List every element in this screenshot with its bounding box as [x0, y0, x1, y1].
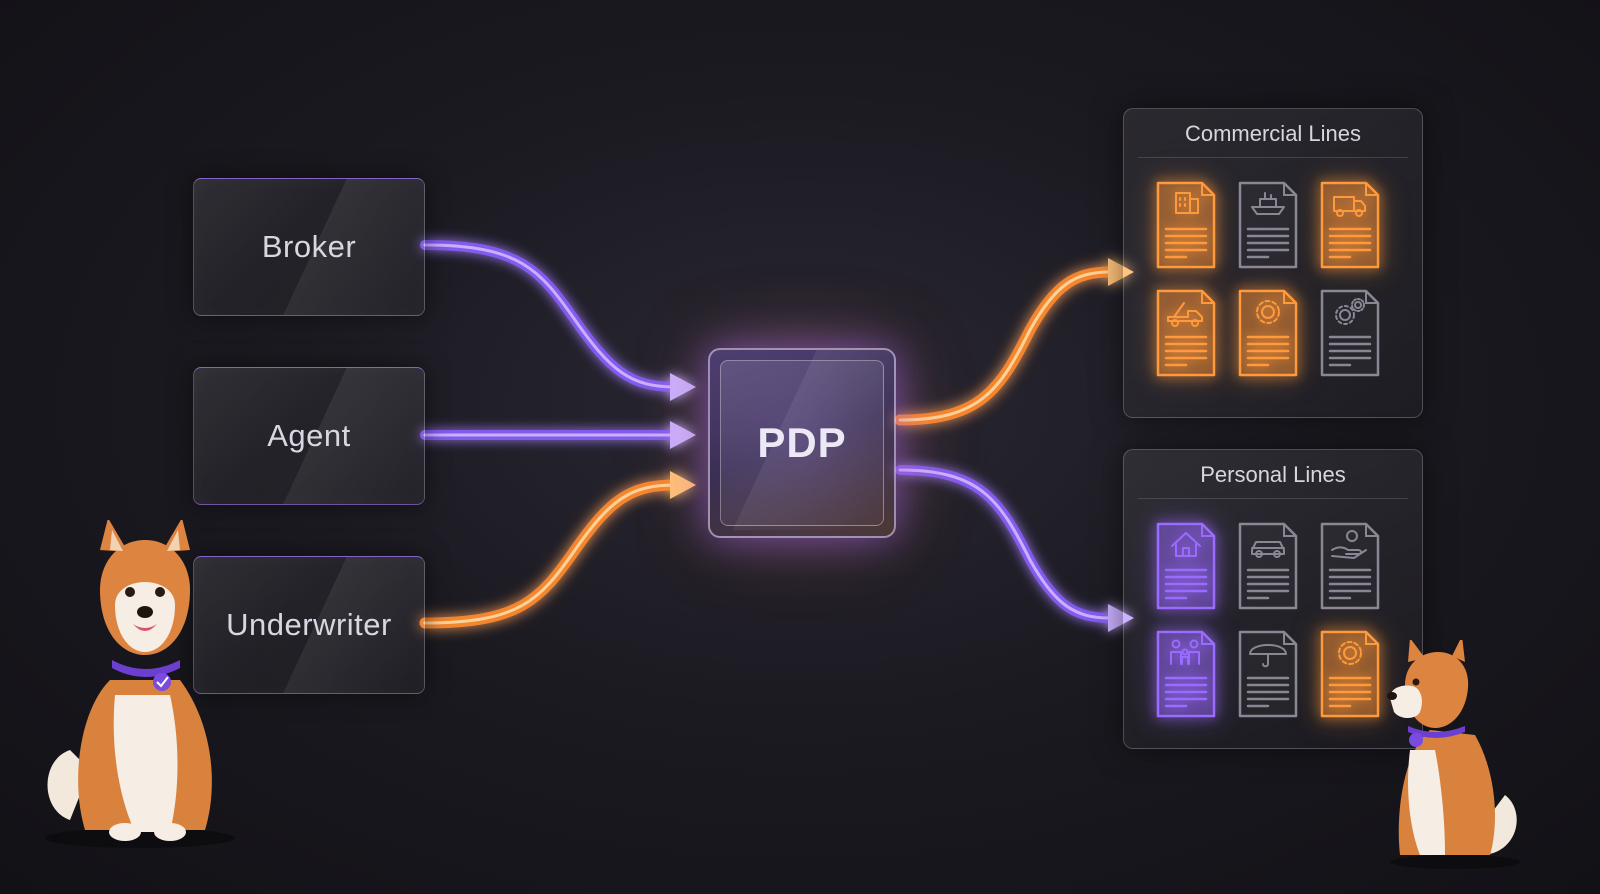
broker-label: Broker: [261, 229, 357, 264]
document-card: [1318, 628, 1382, 720]
underwriter-node: Underwriter: [193, 556, 425, 694]
ship-icon: [1251, 192, 1285, 215]
broker-node: Broker: [193, 178, 425, 316]
pdp-label: PDP: [757, 419, 847, 466]
shiba-dog-left: [45, 520, 235, 848]
document-card: [1318, 179, 1382, 271]
agent-node: Agent: [193, 367, 425, 505]
umbrella-icon: [1249, 644, 1287, 668]
commercial-lines-panel: Commercial Lines: [1123, 108, 1423, 418]
tow-truck-icon: [1167, 302, 1203, 327]
panel-divider: [1138, 157, 1408, 158]
pdp-hub-node: PDP: [708, 348, 896, 538]
personal-lines-panel: Personal Lines: [1123, 449, 1423, 749]
document-card: [1318, 287, 1382, 379]
family-icon: [1170, 639, 1200, 665]
truck-icon: [1333, 196, 1366, 217]
document-card: [1236, 287, 1300, 379]
building-icon: [1175, 192, 1199, 214]
arrow-pdp-to-commercial: [894, 258, 1134, 426]
house-icon: [1171, 532, 1201, 557]
document-card: [1154, 520, 1218, 612]
document-card: [1154, 179, 1218, 271]
gear-icon: [1338, 641, 1362, 665]
shiba-dog-right: [1387, 640, 1520, 869]
document-card: [1236, 520, 1300, 612]
hand-coin-icon: [1331, 530, 1367, 559]
document-card: [1154, 628, 1218, 720]
gears-icon: [1335, 298, 1365, 325]
document-card: [1154, 287, 1218, 379]
panel-divider: [1138, 498, 1408, 499]
pdp-inner-frame: [720, 360, 884, 526]
document-card: [1236, 628, 1300, 720]
arrow-pdp-to-personal: [895, 465, 1134, 632]
arrow-broker-to-pdp: [420, 240, 696, 401]
underwriter-label: Underwriter: [226, 607, 392, 642]
document-card: [1318, 520, 1382, 612]
gear-icon: [1256, 300, 1280, 324]
car-icon: [1251, 541, 1285, 558]
arrow-agent-to-pdp: [420, 421, 696, 449]
commercial-lines-title: Commercial Lines: [1184, 121, 1362, 146]
personal-lines-title: Personal Lines: [1200, 462, 1346, 487]
arrow-underwriter-to-pdp: [419, 471, 696, 629]
document-card: [1236, 179, 1300, 271]
agent-label: Agent: [267, 418, 351, 453]
